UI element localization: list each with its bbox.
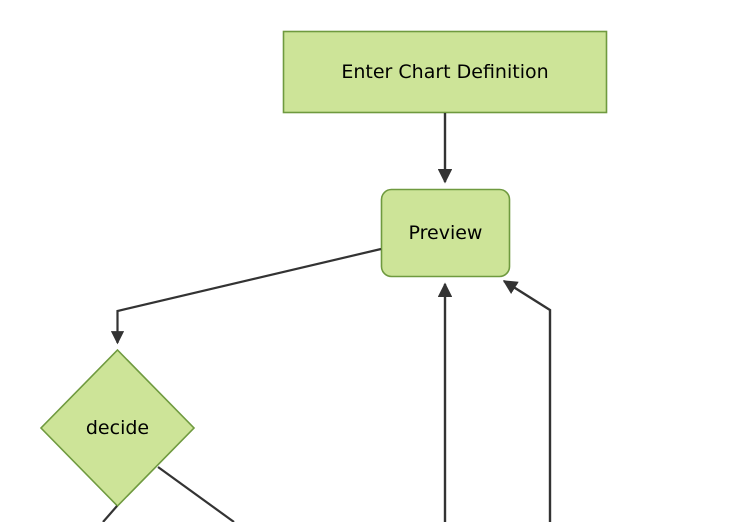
node-enter-chart-definition[interactable]: [282, 30, 608, 114]
edge-preview-to-decide: [110, 247, 382, 345]
node-decide[interactable]: [39, 348, 196, 508]
edge-decide-branch-right: [157, 466, 235, 522]
node-preview[interactable]: [380, 188, 511, 278]
edge-return-right-to-preview: [502, 279, 552, 522]
edge-decide-branch-left: [102, 505, 118, 522]
